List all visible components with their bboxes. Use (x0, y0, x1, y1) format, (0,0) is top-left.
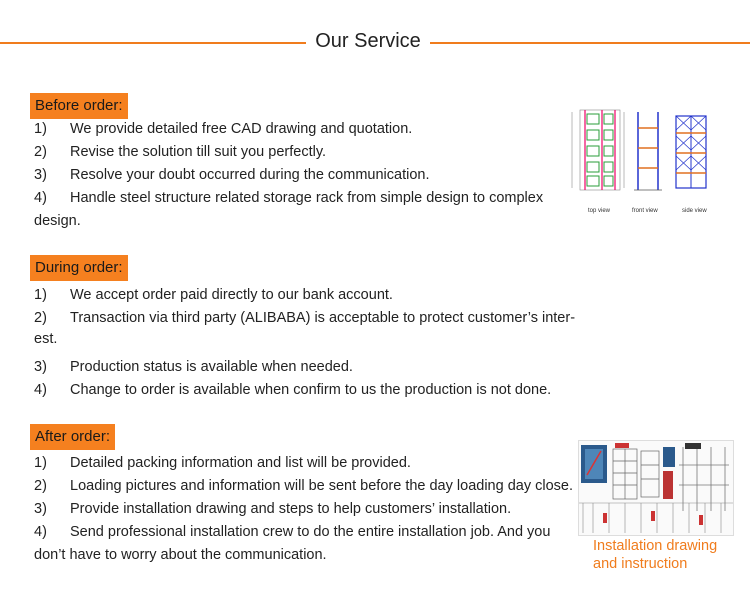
list-item: 3)Provide installation drawing and steps… (34, 501, 512, 517)
list-item: 2)Revise the solution till suit you perf… (34, 144, 327, 160)
list-item: 2)Loading pictures and information will … (34, 478, 573, 494)
list-item: 4)Handle steel structure related storage… (34, 190, 544, 206)
list-item: 4)Send professional installation crew to… (34, 524, 551, 540)
before-order-badge: Before order: (30, 93, 128, 119)
installation-drawing-image (578, 440, 734, 536)
side-view-label: side view (682, 208, 707, 214)
cad-drawing-image: top view front view side view (558, 100, 728, 218)
page-title: Our Service (315, 30, 421, 52)
installation-caption: Installation drawing and instruction (593, 537, 733, 573)
header-divider-left (0, 42, 306, 44)
list-item: 1)Detailed packing information and list … (34, 455, 411, 471)
caption-line-2: and instruction (593, 556, 688, 572)
list-item: 4)Change to order is available when conf… (34, 382, 552, 398)
list-item: 1)We provide detailed free CAD drawing a… (34, 121, 413, 137)
header-divider-right (430, 42, 750, 44)
during-order-badge: During order: (30, 255, 128, 281)
caption-line-1: Installation drawing (593, 538, 718, 554)
top-view-drawing (571, 109, 625, 191)
section-header: Our Service (0, 28, 750, 58)
list-item: 3)Resolve your doubt occurred during the… (34, 167, 430, 183)
list-item: 1)We accept order paid directly to our b… (34, 287, 393, 303)
top-view-label: top view (588, 208, 611, 214)
list-item: 2)Transaction via third party (ALIBABA) … (34, 310, 576, 326)
list-item: 3)Production status is available when ne… (34, 359, 353, 375)
front-view-drawing (634, 112, 662, 191)
after-order-badge: After order: (30, 424, 116, 450)
side-view-drawing (675, 115, 707, 189)
list-item-continuation: don’t have to worry about the communicat… (34, 547, 327, 563)
list-item-continuation: est. (34, 331, 58, 347)
list-item-continuation: design. (34, 213, 81, 229)
front-view-label: front view (632, 208, 658, 214)
